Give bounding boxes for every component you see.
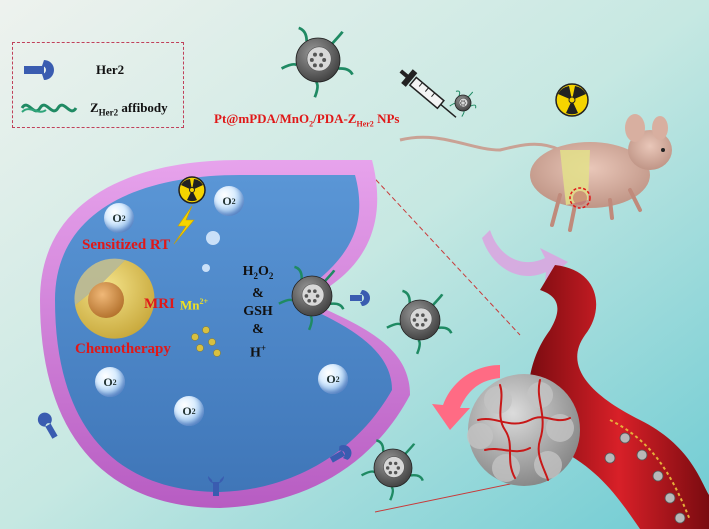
- yolk-shell-nanoparticle: [74, 258, 155, 339]
- affibody-legend-label: ZHer2 affibody: [90, 100, 168, 118]
- np-label-sub2: Her2: [356, 119, 374, 129]
- ampersand-2: &: [252, 321, 264, 337]
- h2o2-sub2: 2: [268, 270, 274, 281]
- blood-vessel-icon: [528, 265, 709, 529]
- h2o2-label: H2O2: [236, 263, 280, 285]
- tumor-zoom-line: [374, 481, 521, 513]
- cell-body: [55, 175, 392, 492]
- affibody-sub: Her2: [98, 107, 119, 118]
- nanoparticle-icon: [280, 26, 354, 98]
- syringe-icon: [399, 69, 457, 118]
- nanoparticle-icon: [360, 439, 424, 501]
- o2-sub: 2: [191, 406, 196, 416]
- legend: [12, 42, 184, 128]
- mn-charge: 2+: [199, 297, 209, 306]
- ampersand-1: &: [252, 285, 264, 301]
- mri-label: MRI: [144, 296, 175, 312]
- affibody-z: Z: [90, 100, 99, 115]
- mn-symbol: Mn: [180, 297, 200, 313]
- o2-sub: 2: [335, 374, 340, 384]
- h-plus-label: H+: [236, 339, 280, 363]
- np-label-sub1: 2: [309, 119, 314, 129]
- h-charge: +: [260, 342, 267, 353]
- o2-o: O: [222, 193, 232, 208]
- lightning-icon: [173, 205, 195, 245]
- o2-sub: 2: [231, 196, 236, 206]
- nanoparticle-icon: [386, 289, 453, 355]
- nanoparticle-label: Pt@mPDA/MnO2/PDA-ZHer2 NPs: [214, 111, 399, 129]
- h-symbol: H: [249, 345, 261, 361]
- her2-legend-icon: [24, 60, 54, 80]
- h2o2-o: O: [258, 264, 269, 279]
- small-bubble: [206, 231, 220, 245]
- h2o2-h: H: [242, 264, 254, 279]
- curved-arrow-icon: [432, 365, 500, 430]
- o2-sub: 2: [121, 213, 126, 223]
- her2-legend-label: Her2: [96, 62, 125, 77]
- small-bubble: [202, 264, 210, 272]
- stimuli-list: H2O2 & GSH & H+: [236, 263, 280, 362]
- o2-o: O: [103, 374, 113, 389]
- o2-o: O: [112, 210, 122, 225]
- mn-label: Mn2+: [180, 297, 208, 313]
- mouse-icon: [399, 114, 672, 232]
- tumor-cell-divider-line: [364, 167, 521, 336]
- chemotherapy-label: Chemotherapy: [75, 341, 171, 357]
- np-label-mid: /PDA-Z: [313, 111, 357, 126]
- o2-sub: 2: [112, 377, 117, 387]
- tumor-icon: [467, 374, 580, 486]
- o2-o: O: [182, 403, 192, 418]
- h2o2-sub1: 2: [253, 270, 259, 281]
- affibody-suffix: affibody: [118, 100, 168, 115]
- o2-o: O: [326, 371, 336, 386]
- affibody-legend-icon: [20, 103, 78, 113]
- nanoparticle-icon: [278, 265, 345, 331]
- drug-molecules: [191, 326, 221, 357]
- radiation-icon: [555, 83, 589, 117]
- nanoparticle-icon: [449, 90, 477, 117]
- sensitized-rt-label: Sensitized RT: [82, 237, 171, 253]
- her2-receptors: [37, 290, 370, 496]
- np-label-prefix: Pt@mPDA/MnO: [214, 111, 310, 126]
- np-label-suffix: NPs: [373, 111, 400, 126]
- gsh-label: GSH: [243, 303, 273, 319]
- radiation-icon: [178, 176, 206, 204]
- curved-arrow-icon: [482, 230, 568, 282]
